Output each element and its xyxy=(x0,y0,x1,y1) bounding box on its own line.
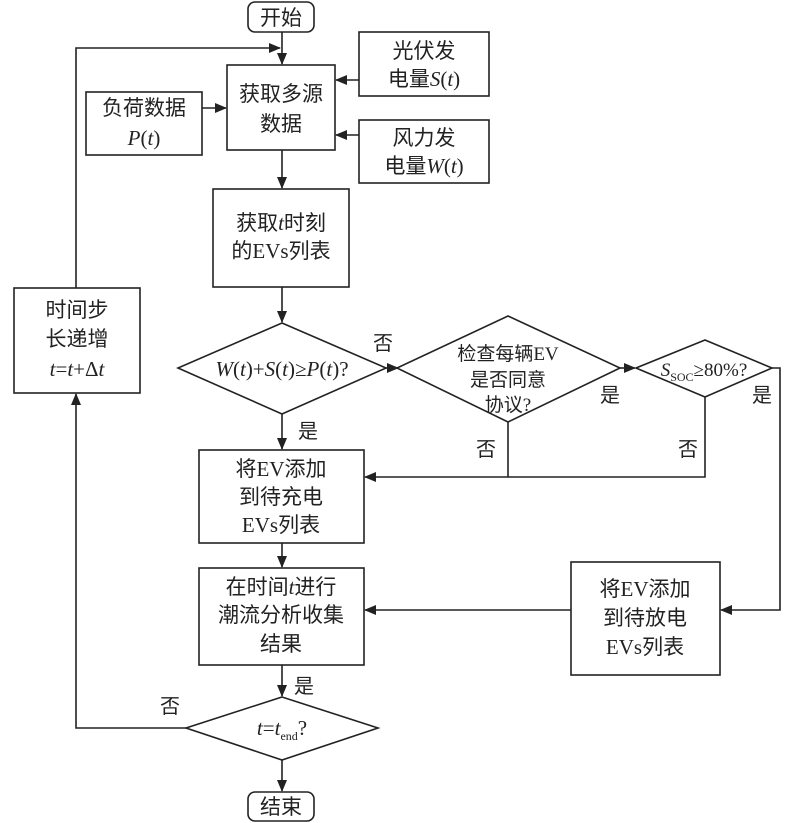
flow-line-1: 在时间t进行 xyxy=(226,575,337,599)
flow-line-3: 结果 xyxy=(260,632,302,656)
label-yes-power: 是 xyxy=(298,421,318,443)
arrow-end-check-timestep xyxy=(71,393,186,729)
load-node: 负荷数据 P(t) xyxy=(85,91,203,156)
soc-decision: SSOC≥80%? xyxy=(633,339,775,398)
label-yes-soc: 是 xyxy=(752,385,772,407)
agreement-decision: 检查每辆EV 是否同意 协议? xyxy=(395,315,622,423)
agree-line-2: 是否同意 xyxy=(470,369,546,391)
discharge-list-node: 将EV添加 到待放电 EVs列表 xyxy=(570,561,721,676)
label-yes-agree: 是 xyxy=(600,385,620,407)
ev-list-line-2: 的EVs列表 xyxy=(231,239,330,263)
label-no-end: 否 xyxy=(160,696,180,718)
charge-list-node: 将EV添加 到待充电 EVs列表 xyxy=(198,449,365,544)
end-time-condition: t=tend? xyxy=(257,716,307,743)
power-flow-node: 在时间t进行 潮流分析收集 结果 xyxy=(198,567,365,666)
timestep-line-3: t=t+Δt xyxy=(50,357,106,381)
label-no-agree: 否 xyxy=(476,439,496,461)
start-label: 开始 xyxy=(260,6,302,30)
label-no-power: 否 xyxy=(373,333,393,355)
discharge-line-1: 将EV添加 xyxy=(600,577,691,601)
power-balance-decision: W(t)+S(t)≥P(t)? xyxy=(176,322,388,415)
soc-condition: SSOC≥80%? xyxy=(661,360,748,384)
discharge-line-2: 到待放电 xyxy=(603,606,687,630)
collect-line-2: 数据 xyxy=(260,112,302,136)
label-no-soc: 否 xyxy=(678,439,698,461)
wind-line-1: 风力发 xyxy=(393,126,456,150)
power-balance-condition: W(t)+S(t)≥P(t)? xyxy=(215,357,348,381)
end-time-decision: t=tend? xyxy=(183,696,381,761)
timestep-line-1: 时间步 xyxy=(46,298,109,322)
agree-line-1: 检查每辆EV xyxy=(457,343,559,365)
arrow-loop-back xyxy=(75,43,281,288)
flow-line-2: 潮流分析收集 xyxy=(218,603,344,627)
agree-line-3: 协议? xyxy=(485,394,531,416)
solar-line-2: 电量S(t) xyxy=(388,67,460,91)
collect-line-1: 获取多源 xyxy=(239,82,323,106)
charge-line-2: 到待充电 xyxy=(239,485,323,509)
ev-list-node: 获取t时刻 的EVs列表 xyxy=(212,188,350,288)
solar-line-1: 光伏发 xyxy=(393,39,456,63)
charge-line-3: EVs列表 xyxy=(242,513,320,537)
charge-line-1: 将EV添加 xyxy=(236,457,327,481)
edge-labels: 否 是 是 否 是 否 是 否 xyxy=(160,333,772,718)
collect-data-node: 获取多源 数据 xyxy=(226,64,336,151)
time-step-node: 时间步 长递增 t=t+Δt xyxy=(13,287,141,394)
load-line-1: 负荷数据 xyxy=(102,96,186,120)
connectors xyxy=(71,32,781,792)
arrow-soc-charge xyxy=(364,397,706,482)
end-label: 结束 xyxy=(260,795,302,819)
load-line-2: P(t) xyxy=(127,126,161,150)
arrow-soc-discharge xyxy=(720,367,781,615)
end-node: 结束 xyxy=(247,791,315,822)
timestep-line-2: 长递增 xyxy=(46,327,109,351)
discharge-line-3: EVs列表 xyxy=(606,635,684,659)
wind-node: 风力发 电量W(t) xyxy=(358,119,490,184)
solar-node: 光伏发 电量S(t) xyxy=(358,31,490,97)
start-node: 开始 xyxy=(247,1,315,33)
ev-list-line-1: 获取t时刻 xyxy=(236,211,326,235)
label-yes-end: 是 xyxy=(294,676,314,698)
wind-line-2: 电量W(t) xyxy=(384,154,463,178)
